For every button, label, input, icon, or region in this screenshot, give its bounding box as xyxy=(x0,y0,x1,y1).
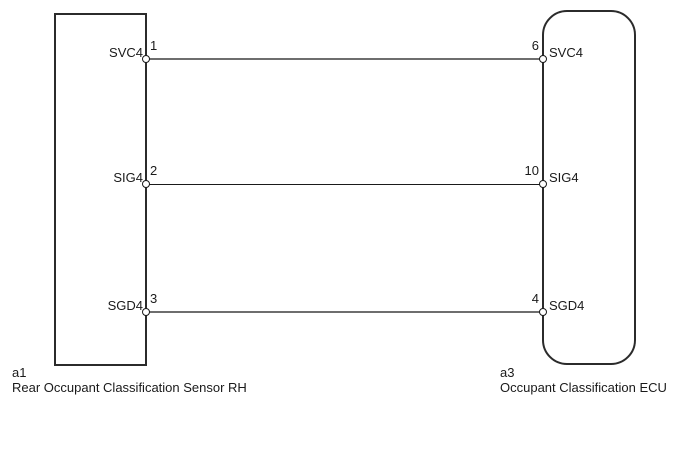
pin-number-right-sig4: 10 xyxy=(524,163,539,178)
connector-dot-right-svc4 xyxy=(539,55,547,63)
connector-dot-left-sig4 xyxy=(142,180,150,188)
pin-number-left-sig4: 2 xyxy=(150,163,158,178)
wire-line-svc4 xyxy=(146,58,543,60)
pin-label-left-sig4: SIG4 xyxy=(113,170,143,185)
wire-line-sgd4 xyxy=(146,311,543,313)
pin-number-left-sgd4: 3 xyxy=(150,291,158,306)
component-name-sensor: Rear Occupant Classification Sensor RH xyxy=(12,380,247,395)
connector-dot-left-sgd4 xyxy=(142,308,150,316)
wire-line-sig4 xyxy=(146,183,543,185)
component-box-sensor xyxy=(54,13,147,366)
component-id-ecu: a3 xyxy=(500,365,515,380)
connector-dot-right-sig4 xyxy=(539,180,547,188)
pin-number-right-svc4: 6 xyxy=(531,38,539,53)
component-id-sensor: a1 xyxy=(12,365,27,380)
pin-label-right-svc4: SVC4 xyxy=(549,45,583,60)
pin-number-left-svc4: 1 xyxy=(150,38,158,53)
pin-label-left-sgd4: SGD4 xyxy=(107,298,143,313)
pin-label-left-svc4: SVC4 xyxy=(109,45,143,60)
pin-number-right-sgd4: 4 xyxy=(531,291,539,306)
connector-dot-right-sgd4 xyxy=(539,308,547,316)
component-name-ecu: Occupant Classification ECU xyxy=(500,380,667,395)
pin-label-right-sig4: SIG4 xyxy=(549,170,579,185)
connector-dot-left-svc4 xyxy=(142,55,150,63)
pin-label-right-sgd4: SGD4 xyxy=(549,298,585,313)
